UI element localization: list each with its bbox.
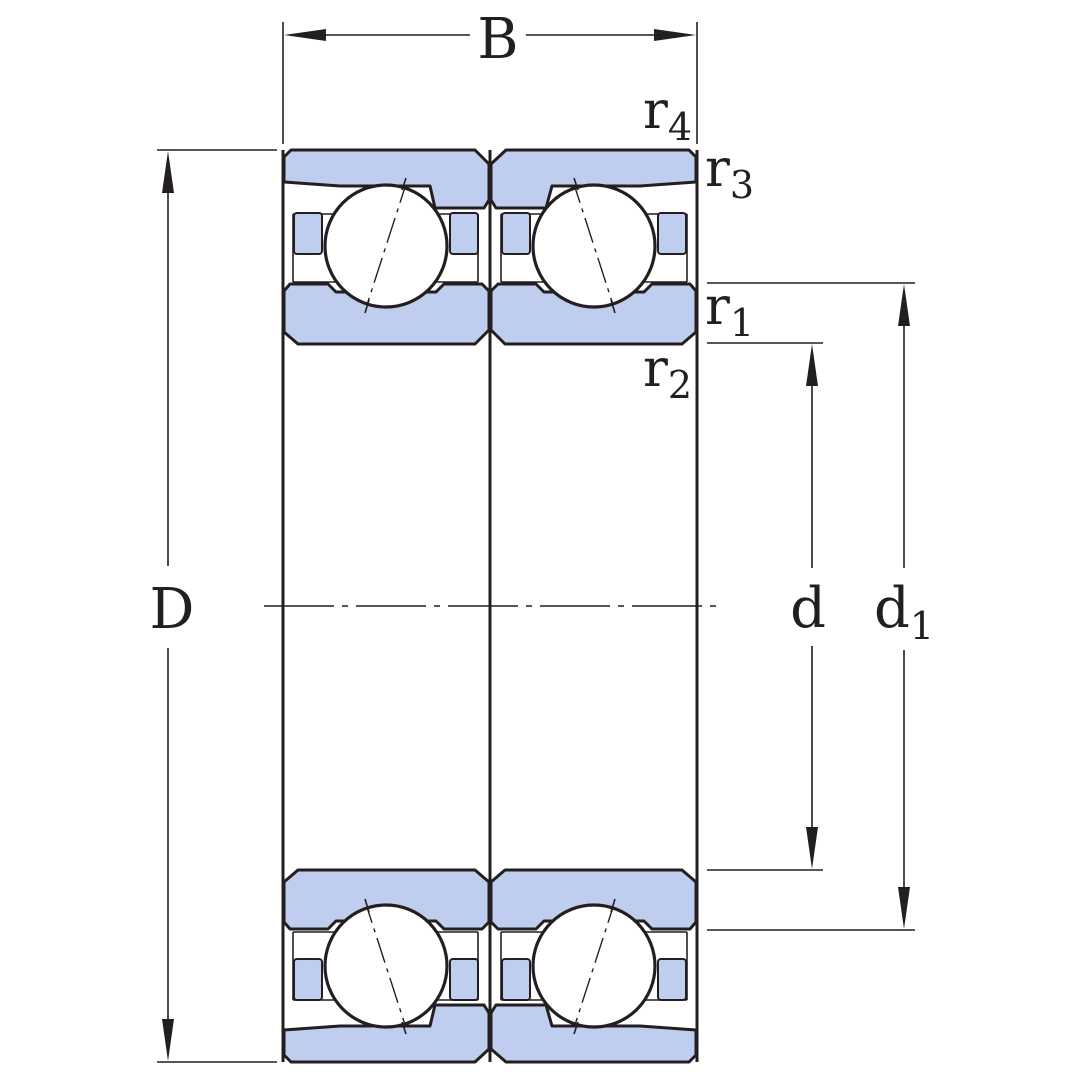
- cage-top-left: [292, 212, 479, 283]
- ball-top-left: [323, 177, 449, 314]
- D-arrow-top: [162, 151, 174, 193]
- dimension-d1: d1: [707, 282, 934, 931]
- ball-bottom-right: [531, 898, 657, 1035]
- D-arrow-bottom: [162, 1019, 174, 1061]
- label-r3: r3: [705, 139, 754, 207]
- label-d: d: [790, 576, 826, 641]
- label-D: D: [150, 577, 195, 642]
- d-arrow-bottom: [806, 827, 818, 869]
- bottom-section: [282, 868, 698, 1064]
- top-section: [282, 148, 698, 346]
- b-arrow-left: [284, 29, 326, 41]
- inner-ring-top-right: [489, 282, 698, 346]
- d1-arrow-top: [898, 284, 910, 326]
- outer-ring-top-right: [489, 148, 698, 210]
- cage-bottom-left: [292, 931, 479, 1001]
- inner-ring-bottom-right: [489, 868, 698, 931]
- b-arrow-right: [654, 29, 696, 41]
- inner-ring-bottom-left: [282, 868, 491, 931]
- d1-arrow-bottom: [898, 887, 910, 929]
- outer-ring-bottom-right: [489, 1003, 698, 1064]
- ball-top-right: [531, 177, 657, 314]
- d-arrow-top: [806, 344, 818, 386]
- inner-ring-top-left: [282, 282, 491, 346]
- label-r1: r1: [705, 277, 754, 345]
- dimension-d: d: [707, 342, 826, 871]
- label-r4: r4: [643, 81, 692, 149]
- label-b: B: [477, 7, 518, 72]
- dimension-D: D: [150, 149, 277, 1063]
- label-r2: r2: [643, 339, 692, 407]
- ball-bottom-left: [323, 898, 449, 1035]
- label-d1: d1: [874, 576, 934, 648]
- dimension-b: B: [282, 7, 698, 144]
